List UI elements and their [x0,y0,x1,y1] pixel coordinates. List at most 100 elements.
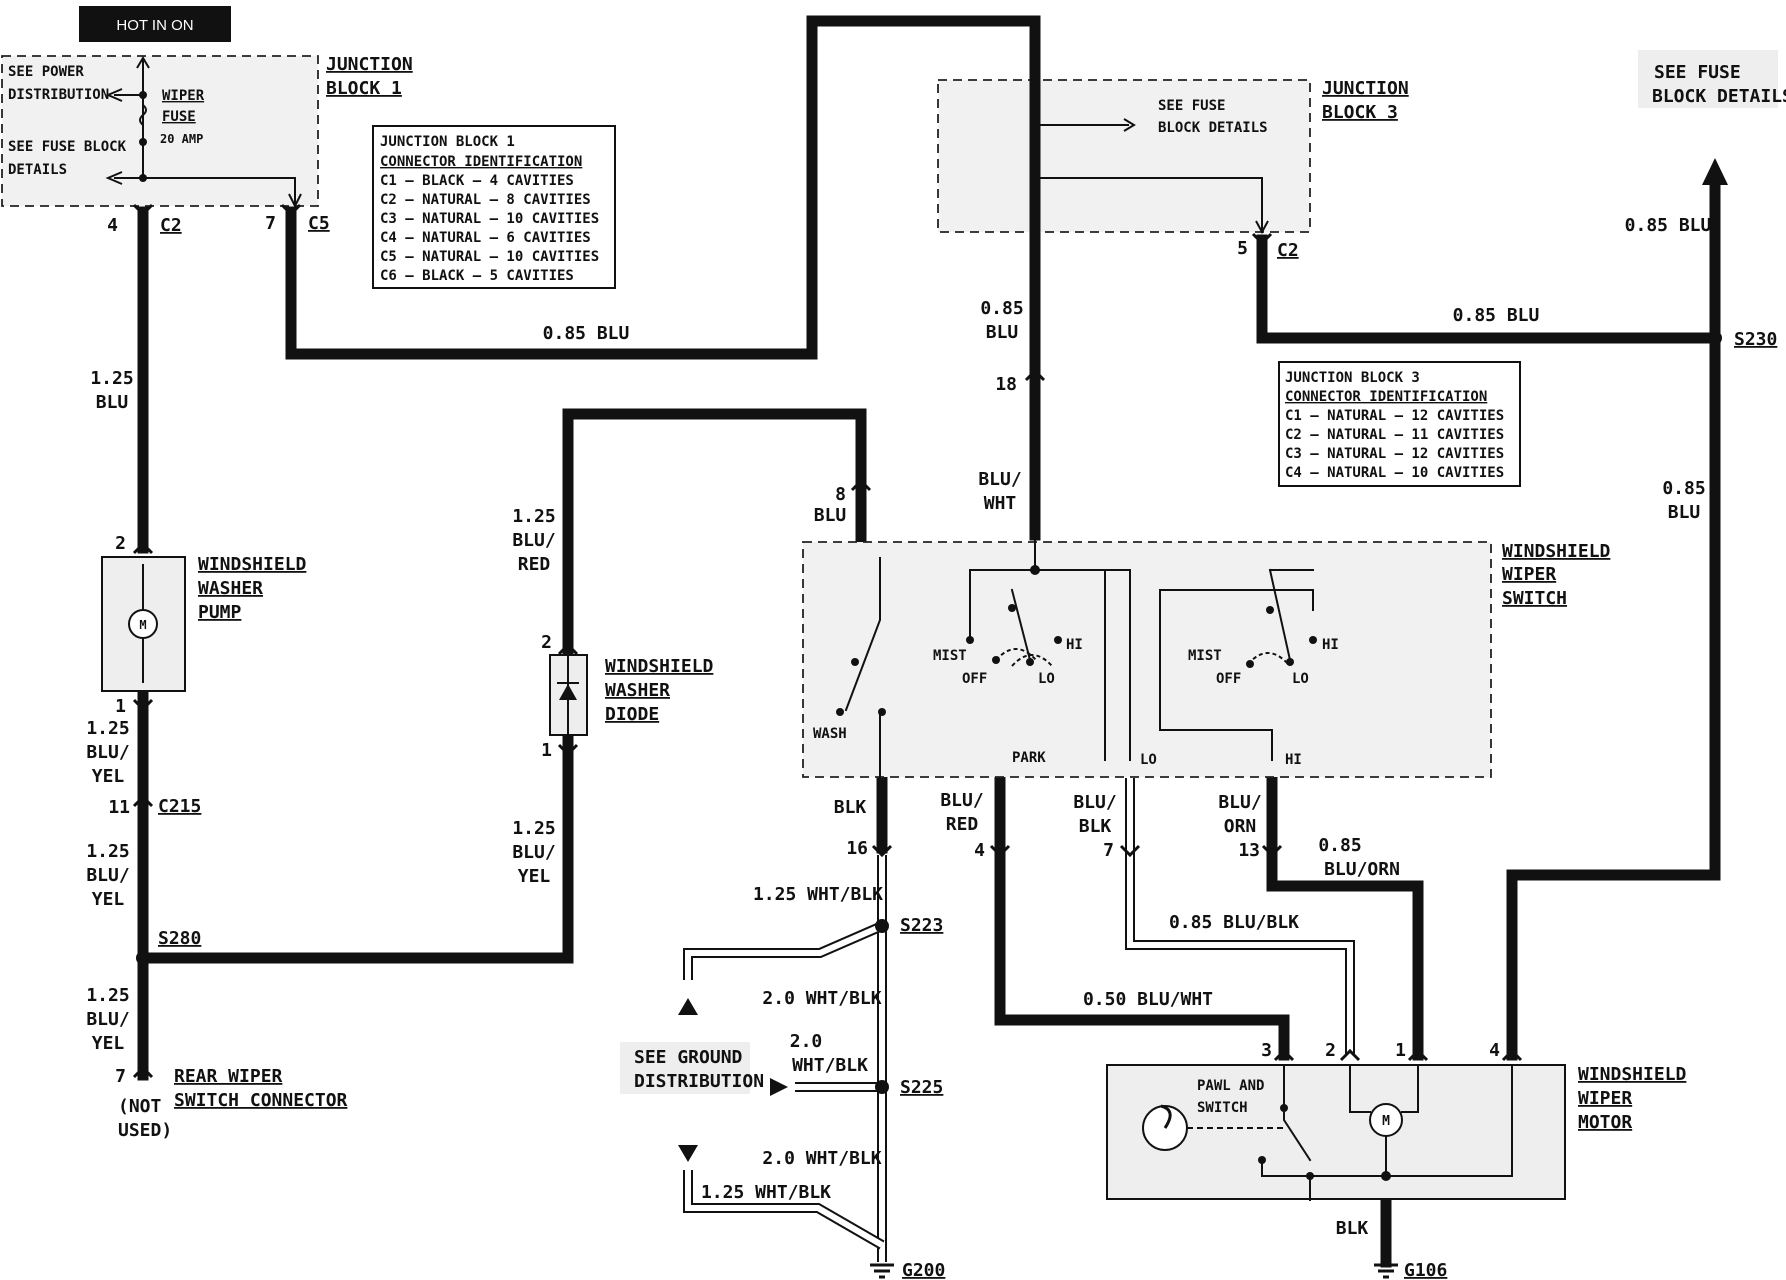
motor-pin-2: 2 [1325,1040,1336,1061]
wiper-switch-title-2: WIPER [1502,564,1556,585]
motor-pin-4: 4 [1489,1040,1500,1061]
wiper-switch-title-1: WINDSHIELD [1502,541,1611,562]
label-085-bluorn-1: 0.85 [1318,835,1361,856]
diode-title-3: DIODE [605,704,659,725]
wiper-switch-box [802,541,1492,778]
jb3-connector-id-box [1278,361,1521,487]
label-085-blu-jb3-2: BLU [986,322,1019,343]
wire-050-bluwht [994,772,1290,1061]
label-125-blu-1: 1.25 [90,368,133,389]
g106-label: G106 [1404,1260,1447,1280]
label-125-bluyel-a3: YEL [92,766,125,787]
pin-18: 18 [995,374,1017,395]
jb1-c5-pin: 7 [265,213,276,234]
jb1-conn-row-4: C4 – NATURAL – 6 CAVITIES [380,230,591,246]
pin-13: 13 [1238,840,1260,861]
label-bluorn-1: BLU/ [1218,792,1261,813]
pump-m: M [139,618,146,632]
label-085-blu-down-2: BLU [1668,502,1701,523]
label-125-whtblk-1: 1.25 WHT/BLK [753,884,883,905]
jb3-c2-pin: 5 [1237,238,1248,259]
pump-title-3: PUMP [198,602,242,623]
pawl-label-2: SWITCH [1197,1100,1248,1116]
label-085-blublk: 0.85 BLU/BLK [1169,912,1299,933]
jb1-see-fuse-2: DETAILS [8,162,67,178]
jb3-conn-row-4: C4 – NATURAL – 10 CAVITIES [1285,465,1504,481]
jb3-arrows [1123,118,1269,235]
pin-11: 11 [108,797,130,818]
s280-label: S280 [158,928,201,949]
switch-hi-out: HI [1285,752,1302,768]
label-bluwht-2: WHT [984,493,1017,514]
wire-125-blured [137,408,867,964]
s223-label: S223 [900,915,943,936]
hot-label: HOT IN ON [116,17,193,34]
switch-park: PARK [1012,750,1046,766]
switch-hi-2: HI [1322,637,1339,653]
label-125-bluyel-b2: BLU/ [86,865,129,886]
motor-pin-3: 3 [1261,1040,1272,1061]
jb1-conn-row-3: C3 – NATURAL – 10 CAVITIES [380,211,599,227]
ground-symbols [870,1263,1398,1279]
label-085-blu-right: 0.85 BLU [1453,305,1540,326]
motor-pin-1: 1 [1395,1040,1406,1061]
see-fuse-block-bg [1638,50,1778,108]
pin-7: 7 [1103,840,1114,861]
label-085-bluorn-2: BLU/ORN [1324,859,1400,880]
label-125-bluyel-c3: YEL [92,1033,125,1054]
label-blk-ground: BLK [1336,1218,1369,1239]
jb1-node-2 [139,138,147,146]
jb1-see-fuse-1: SEE FUSE BLOCK [8,139,127,155]
jb1-see-power-1: SEE POWER [8,64,84,80]
wiper-motor-title-2: WIPER [1578,1088,1632,1109]
jb1-see-power-2: DISTRIBUTION [8,87,109,103]
label-125-bluyel-a1: 1.25 [86,718,129,739]
splice-s230-dot [1708,331,1722,345]
hot-label-box [79,6,231,42]
diode-title-2: WASHER [605,680,670,701]
jb1-conn-row-1: C1 – BLACK – 4 CAVITIES [380,173,574,189]
g200-label: G200 [902,1260,945,1280]
jb3-see-fuse-2: BLOCK DETAILS [1158,120,1268,136]
jb3-conn-row-1: C1 – NATURAL – 12 CAVITIES [1285,408,1504,424]
splice-s223-dot [875,919,889,933]
label-blured-1: BLU/ [940,790,983,811]
wiper-switch-internal [844,534,1314,779]
pin-16: 16 [846,838,868,859]
label-125-blured-2: BLU/ [512,530,555,551]
jb1-arrows [105,56,150,185]
label-125-bluyel-d2: BLU/ [512,842,555,863]
label-085-blu-s230: 0.85 BLU [1625,215,1712,236]
rear-wiper-2: SWITCH CONNECTOR [174,1090,348,1111]
switch-lo-out: LO [1140,752,1157,768]
jb1-conn-title-1: JUNCTION BLOCK 1 [380,134,515,150]
ground-dist-bg [620,1042,750,1094]
jb1-c5-arrow [288,193,302,209]
jb1-conn-row-5: C5 – NATURAL – 10 CAVITIES [380,249,599,265]
pump-title-1: WINDSHIELD [198,554,307,575]
wiper-motor-title-1: WINDSHIELD [1578,1064,1687,1085]
jb1-c5: C5 [308,213,330,234]
pin-7-rear: 7 [115,1066,126,1087]
pawl-label-1: PAWL AND [1197,1078,1264,1094]
jb1-node-1 [139,91,147,99]
jb1-c2: C2 [160,215,182,236]
c215-label: C215 [158,796,201,817]
jb1-c2-pin: 4 [107,215,118,236]
label-bluwht-1: BLU/ [978,469,1021,490]
jb3-conn-row-2: C2 – NATURAL – 11 CAVITIES [1285,427,1504,443]
jb3-conn-row-3: C3 – NATURAL – 12 CAVITIES [1285,446,1504,462]
jb3-internal-wires [1034,124,1263,233]
jb3-title-2: BLOCK 3 [1322,102,1398,123]
switch-off-2: OFF [1216,671,1241,687]
switch-hi: HI [1066,637,1083,653]
jb3-c2: C2 [1277,240,1299,261]
label-blublk-1: BLU/ [1073,792,1116,813]
label-20-whtblk-2b: WHT/BLK [792,1055,868,1076]
wiper-fuse-symbol [139,104,147,126]
switch-mist-2: MIST [1188,648,1222,664]
wire-085-bluorn [1266,772,1424,1061]
label-20-whtblk-3: 2.0 WHT/BLK [762,1148,881,1169]
wiper-motor-title-3: MOTOR [1578,1112,1632,1133]
